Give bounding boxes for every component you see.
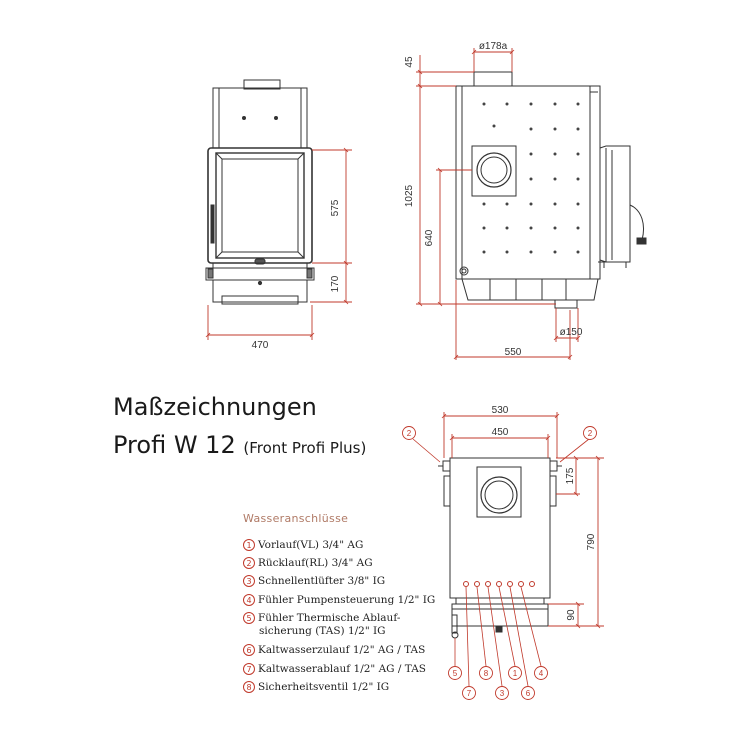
side-dimensions <box>416 48 581 360</box>
legend-text: Kaltwasserzulauf 1/2" AG / TAS <box>258 644 426 656</box>
product-variant: (Front Profi Plus) <box>243 439 367 457</box>
back-flue-ring-inner <box>484 480 514 510</box>
back-leader-lines <box>412 438 590 687</box>
marker-bottom-2: 7 <box>467 689 472 698</box>
front-door-frame <box>207 147 313 264</box>
front-door-glass-inner <box>221 158 299 253</box>
dim-side-top-dia: ø178a <box>479 41 508 52</box>
marker-bottom-5: 1 <box>513 669 518 678</box>
dim-back-inner: 450 <box>492 427 509 438</box>
back-body <box>449 457 551 599</box>
marker-side-right: 2 <box>588 429 593 438</box>
dim-back-height: 790 <box>586 533 597 550</box>
side-base <box>461 278 599 301</box>
side-grid-dots <box>482 102 580 254</box>
dim-back-bottom: 90 <box>566 609 577 621</box>
back-side-bracket-right <box>549 475 557 507</box>
legend-number: 7 <box>243 663 255 675</box>
back-view <box>438 457 562 639</box>
product-name: Profi W 12 <box>113 431 236 459</box>
legend-number: 4 <box>243 594 255 606</box>
marker-bottom-7: 4 <box>539 669 544 678</box>
side-flue-ring-outer <box>476 152 512 188</box>
marker-bottom-3: 8 <box>484 669 489 678</box>
side-bottom-outlet <box>554 299 578 309</box>
side-view <box>455 71 647 309</box>
legend-text: Vorlauf(VL) 3/4" AG <box>258 539 364 551</box>
dim-side-bottom-dia: ø150 <box>560 327 583 338</box>
back-flue-plate <box>476 466 522 518</box>
dim-back-top: 175 <box>565 467 576 484</box>
dim-side-depth: 550 <box>505 347 522 358</box>
callout-markers <box>402 426 597 700</box>
front-flue-collar <box>243 79 281 90</box>
legend-number: 1 <box>243 539 255 551</box>
legend-number: 6 <box>243 644 255 656</box>
legend-text: Rücklauf(RL) 3/4" AG <box>258 557 373 569</box>
front-base-rail <box>205 267 315 281</box>
legend-text: Fühler Thermische Ablauf- <box>258 612 401 624</box>
back-flue-ring-outer <box>480 476 518 514</box>
marker-bottom-1: 5 <box>453 669 458 678</box>
side-drain-port <box>459 266 469 276</box>
drawing-title: Maßzeichnungen <box>113 393 317 421</box>
dim-side-top: 45 <box>404 56 415 68</box>
front-dimensions <box>205 147 352 340</box>
side-cable <box>629 204 644 241</box>
legend-number: 2 <box>243 557 255 569</box>
front-door-handle <box>210 204 215 244</box>
legend-number: 5 <box>243 612 255 624</box>
legend-text: Kaltwasserablauf 1/2" AG / TAS <box>258 663 426 675</box>
side-top-collar <box>473 71 513 87</box>
dim-front-width: 470 <box>252 340 269 351</box>
dim-back-outer: 530 <box>492 405 509 416</box>
marker-bottom-6: 6 <box>526 689 531 698</box>
side-body <box>455 85 601 280</box>
front-door-glass-outer <box>215 152 305 259</box>
legend-text: Schnellentlüfter 3/8" IG <box>258 575 386 587</box>
legend-text: Sicherheitsventil 1/2" IG <box>258 681 390 693</box>
front-view <box>205 79 315 305</box>
dim-side-height: 1025 <box>404 184 415 207</box>
front-upper-housing <box>212 87 308 149</box>
legend-text-continued: sicherung (TAS) 1/2" IG <box>259 625 386 637</box>
legend-number: 8 <box>243 681 255 693</box>
legend-text: Fühler Pumpensteuerung 1/2" IG <box>258 594 436 606</box>
marker-side-left: 2 <box>407 429 412 438</box>
back-connection-ports <box>463 581 535 587</box>
dim-front-window: 575 <box>330 199 341 216</box>
dim-side-mid: 640 <box>424 229 435 246</box>
side-flue-plate <box>471 145 517 197</box>
back-side-bracket-left <box>443 475 451 507</box>
product-title: Profi W 12 (Front Profi Plus) <box>113 431 366 459</box>
dim-front-base: 170 <box>330 275 341 292</box>
legend-number: 3 <box>243 575 255 587</box>
side-front-door <box>599 145 631 263</box>
back-dimensions <box>441 412 604 629</box>
side-flue-ring-inner <box>480 156 508 184</box>
marker-bottom-4: 3 <box>500 689 505 698</box>
legend-title: Wasseranschlüsse <box>243 512 349 525</box>
